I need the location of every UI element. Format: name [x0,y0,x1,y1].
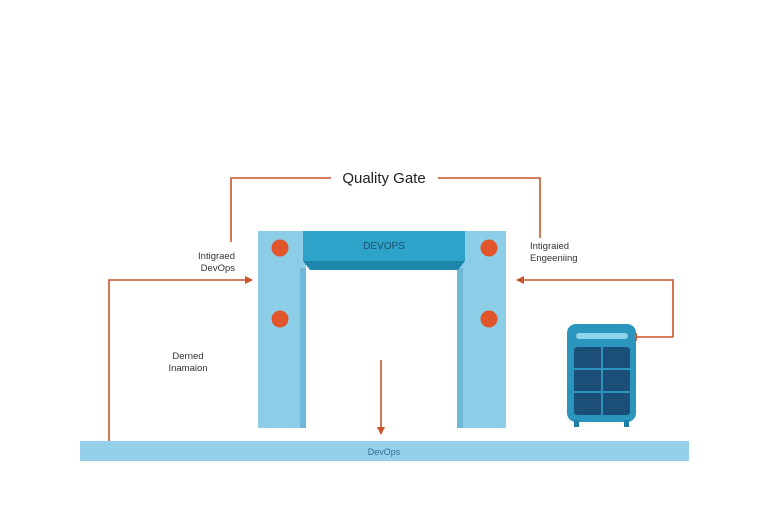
gate-banner [303,231,465,270]
gate-banner-label: DEVOPS [363,241,405,252]
server-icon [567,324,636,427]
side-label-line-2: Inamaion [168,363,207,374]
right-label-line-2: Engeeniing [530,253,578,264]
left-label-line-1: Intigraed [198,251,235,262]
gate-left-pillar [258,231,306,428]
quality-gate-title: Quality Gate [342,170,425,187]
gate-dot-left-top [271,239,289,257]
base-bar [80,441,689,461]
side-label-line-1: Derned [172,351,203,362]
gate-dot-left-mid [271,310,289,328]
left-label: Intigraed DevOps [198,251,235,274]
left-label-line-2: DevOps [201,263,236,274]
right-label: Intigraied Engeeniing [530,241,578,264]
gate-dot-right-mid [480,310,498,328]
right-connector-arrow [516,276,674,337]
base-label: DevOps [368,447,401,457]
right-label-line-1: Intigraied [530,241,569,252]
gate-dot-right-top [480,239,498,257]
side-label: Derned Inamaion [168,351,207,374]
gate-right-pillar [457,231,506,428]
left-connector-arrow [108,276,253,441]
quality-gate-connector [230,177,541,242]
